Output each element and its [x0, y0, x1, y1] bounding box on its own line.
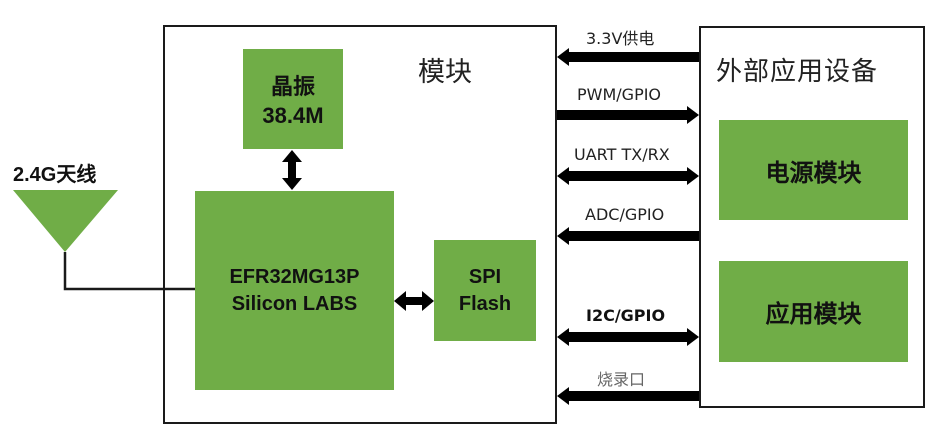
arrow-head-right	[687, 167, 699, 185]
crystal-mcu-arrow	[282, 150, 302, 190]
mcu-part-number: EFR32MG13P	[229, 265, 360, 288]
arrow-head-right	[687, 328, 699, 346]
arrow-shaft	[557, 110, 687, 120]
interface-arrow-programming	[557, 387, 699, 405]
antenna-feed-line	[63, 252, 195, 291]
arrow-shaft	[569, 52, 699, 62]
flash-line2: Flash	[458, 292, 512, 315]
interface-arrow-adc	[557, 227, 699, 245]
arrow-shaft	[569, 332, 687, 342]
power-module-label: 电源模块	[765, 157, 862, 187]
interface-arrow-power	[557, 48, 699, 66]
flash-line1: SPI	[468, 265, 502, 288]
interface-arrow-i2c	[557, 328, 699, 346]
interface-label-uart: UART TX/RX	[574, 145, 670, 164]
interface-label-programming: 烧录口	[597, 370, 646, 389]
crystal-block: 晶振 38.4M	[243, 49, 343, 149]
interface-arrow-pwm	[557, 106, 699, 124]
interface-arrow-uart	[557, 167, 699, 185]
arrow-head-left	[557, 328, 569, 346]
arrow-head-left	[557, 48, 569, 66]
interface-label-adc: ADC/GPIO	[585, 205, 665, 224]
arrow-shaft	[569, 231, 699, 241]
antenna-label: 2.4G天线	[13, 164, 97, 186]
arrow-head-left	[557, 387, 569, 405]
crystal-frequency: 38.4M	[262, 103, 324, 128]
arrow-shaft	[569, 171, 687, 181]
mcu-vendor: Silicon LABS	[231, 292, 358, 315]
external-device-title: 外部应用设备	[716, 57, 879, 87]
spi-flash-block: SPI Flash	[434, 240, 536, 341]
arrow-head-left	[557, 167, 569, 185]
antenna-icon	[13, 190, 118, 252]
crystal-label: 晶振	[270, 74, 315, 100]
interface-label-i2c: I2C/GPIO	[586, 306, 666, 325]
power-module-block: 电源模块	[719, 120, 908, 220]
app-module-label: 应用模块	[765, 299, 862, 328]
app-module-block: 应用模块	[719, 261, 908, 362]
arrow-head-left	[557, 227, 569, 245]
arrow-head-right	[687, 106, 699, 124]
mcu-block: EFR32MG13P Silicon LABS	[195, 191, 394, 390]
arrow-shaft	[569, 391, 699, 401]
module-title: 模块	[418, 57, 472, 88]
interface-label-pwm: PWM/GPIO	[577, 85, 662, 104]
mcu-flash-arrow	[394, 291, 434, 311]
interface-label-power: 3.3V供电	[586, 29, 655, 48]
